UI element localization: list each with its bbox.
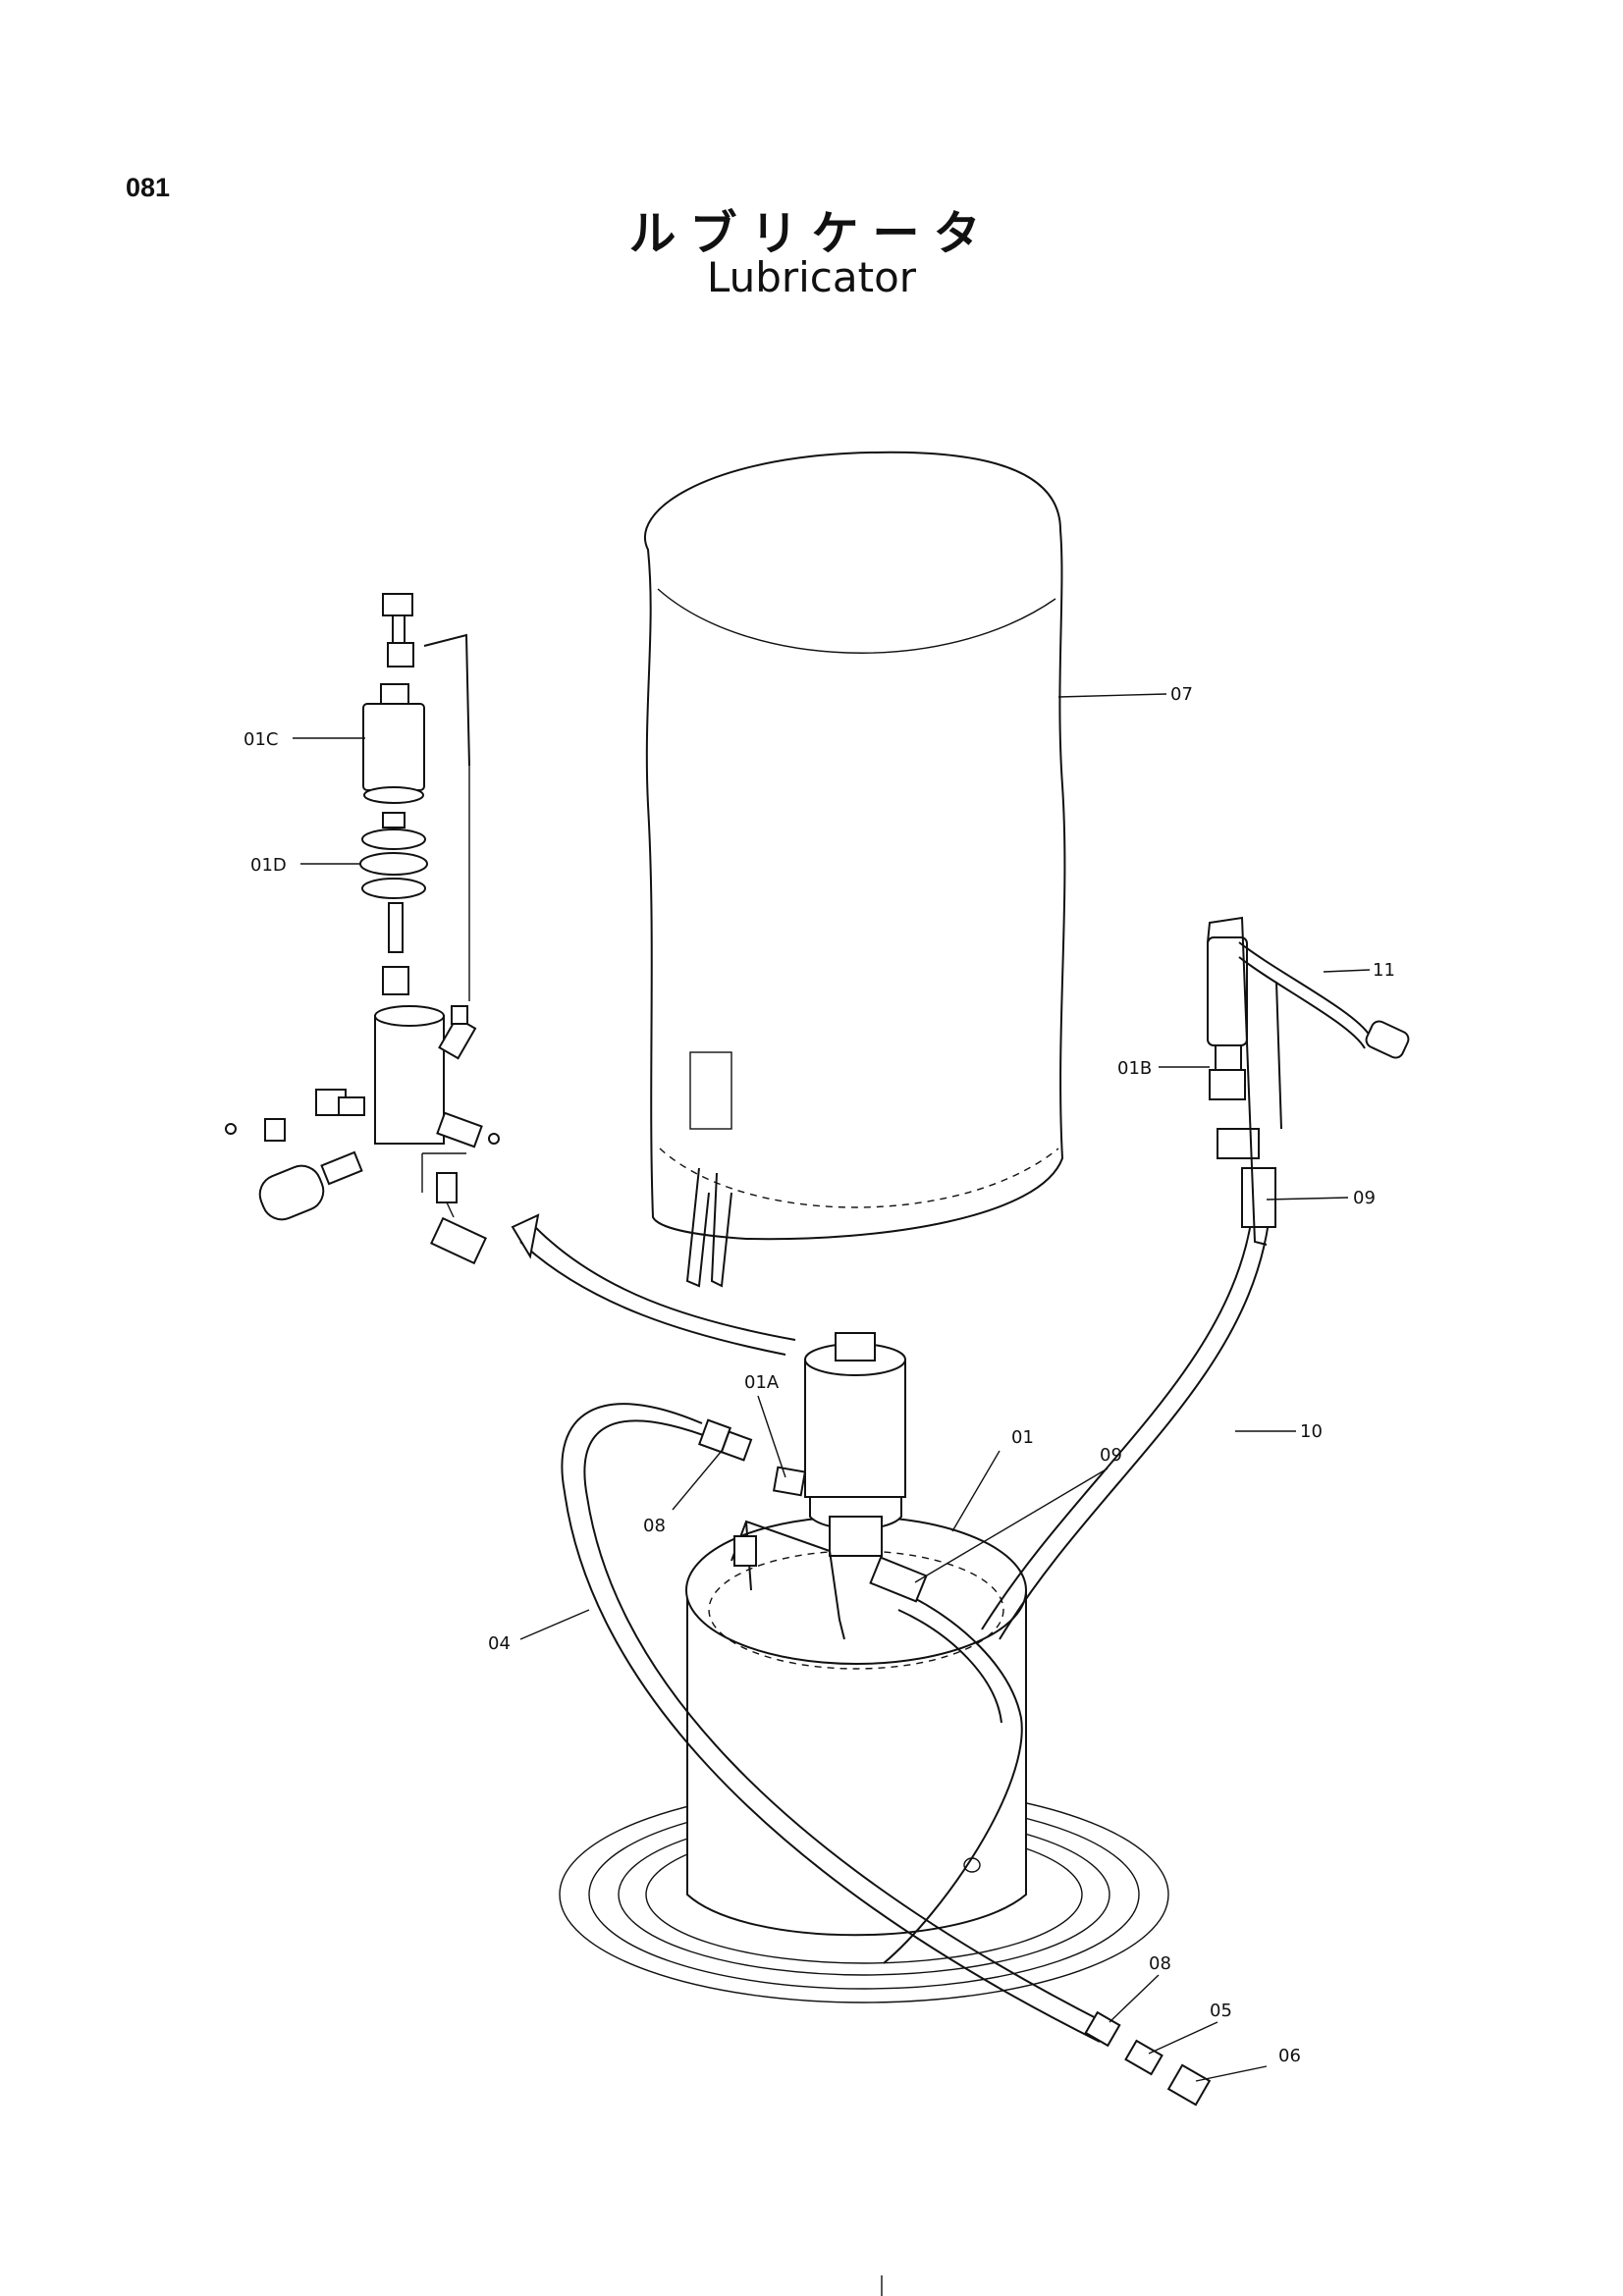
callout-01D: 01D <box>250 855 287 876</box>
fittings-pump <box>720 1430 928 1603</box>
callout-07: 07 <box>1170 684 1193 705</box>
fittings-bottom <box>1084 2010 1212 2107</box>
callout-08-right: 08 <box>1149 1953 1171 1974</box>
callout-05: 05 <box>1210 2001 1232 2021</box>
cover-bag <box>644 451 1066 1288</box>
page-code: 081 <box>126 173 171 202</box>
callout-04: 04 <box>488 1633 511 1654</box>
exploded-pump-parts <box>225 593 500 1265</box>
callout-01C: 01C <box>243 729 278 750</box>
callout-labels: 07 01C 01D 11 01B 09 01A 01 09 10 08 04 … <box>243 684 1395 2066</box>
hose-04 <box>561 1403 1109 2043</box>
callout-11: 11 <box>1373 960 1395 981</box>
leader-lines <box>293 693 1371 2082</box>
title-japanese: ルブリケータ <box>628 206 995 261</box>
callout-06: 06 <box>1278 2046 1301 2066</box>
callout-09-lower: 09 <box>1100 1445 1122 1466</box>
title-english: Lubricator <box>706 253 917 301</box>
callout-01A: 01A <box>744 1372 780 1393</box>
callout-09-upper: 09 <box>1353 1188 1376 1208</box>
hose-10 <box>883 1216 1270 1964</box>
callout-01B: 01B <box>1117 1058 1152 1079</box>
pump-drum <box>559 1332 1169 2003</box>
callout-08-left: 08 <box>643 1516 666 1536</box>
callout-10: 10 <box>1300 1421 1323 1442</box>
callout-01: 01 <box>1011 1427 1034 1448</box>
grease-gun <box>1207 916 1410 1246</box>
exploded-view-arrow <box>511 1213 796 1356</box>
